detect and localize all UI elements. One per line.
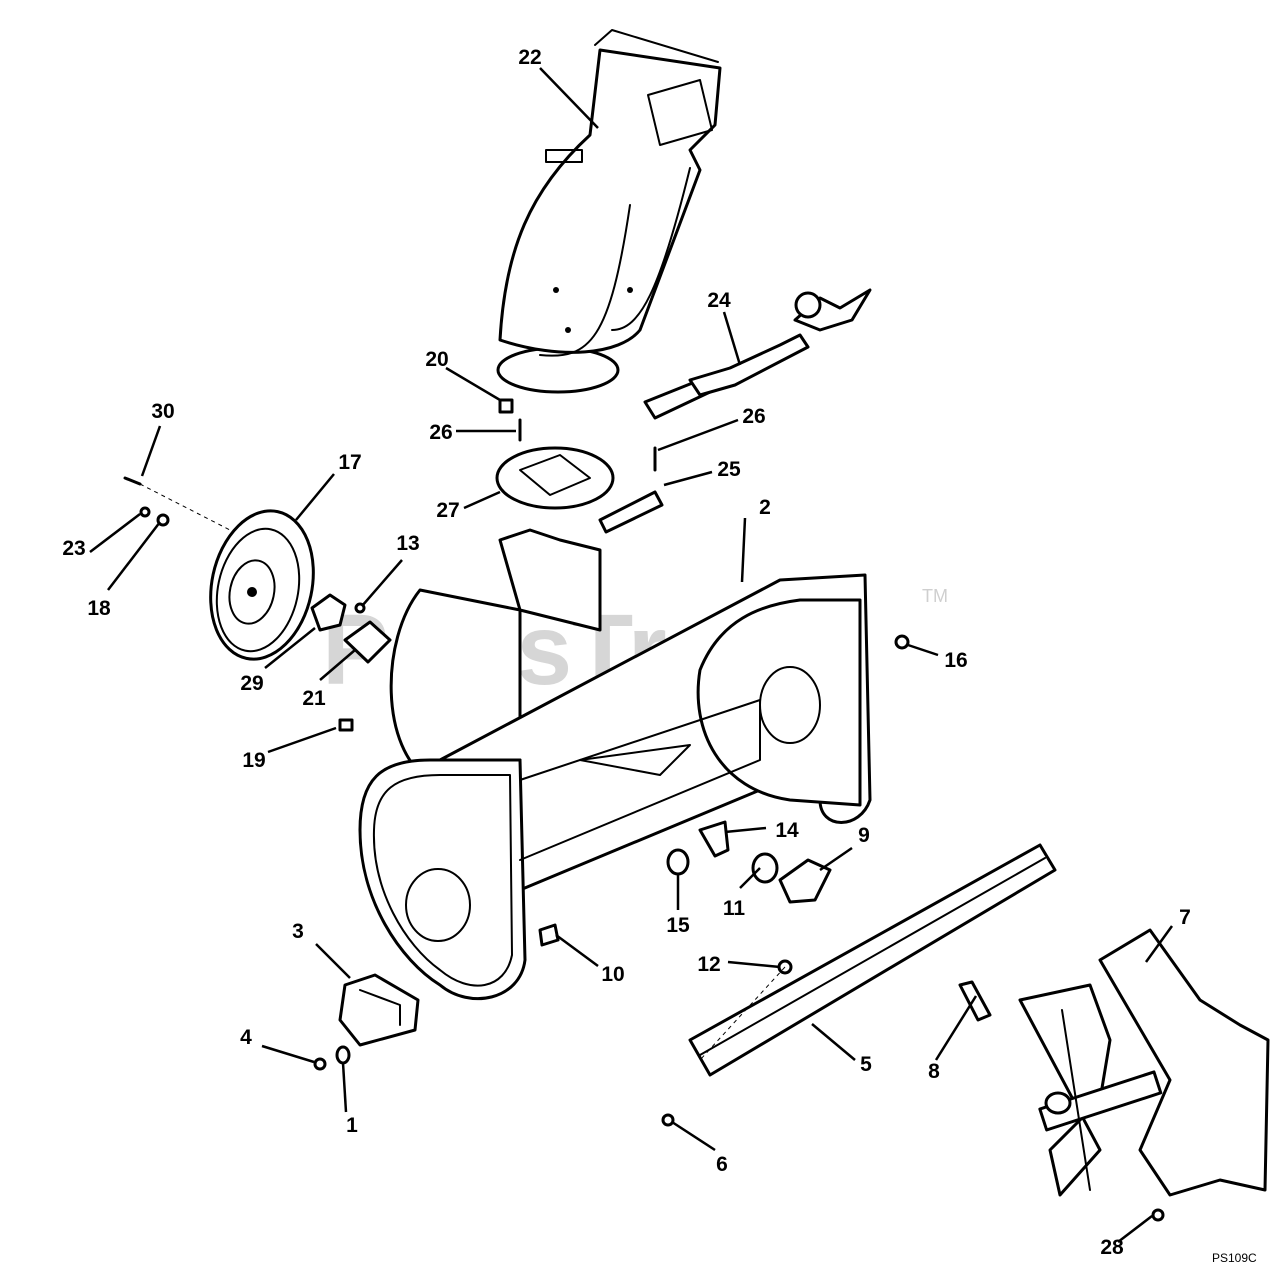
callout-2: 2 xyxy=(759,496,771,519)
part-skid-shoe xyxy=(338,973,420,1047)
part-bearing-plate xyxy=(343,620,392,664)
callout-30: 30 xyxy=(151,400,174,423)
callout-10: 10 xyxy=(601,963,624,986)
callout-4: 4 xyxy=(240,1026,252,1049)
callout-20: 20 xyxy=(425,348,448,371)
part-zerk-14 xyxy=(698,820,730,858)
diagram-code: PS109C xyxy=(1212,1251,1257,1265)
callout-19: 19 xyxy=(242,749,265,772)
part-bushing-15 xyxy=(666,848,690,876)
callout-5: 5 xyxy=(860,1053,872,1076)
callout-26a: 26 xyxy=(429,421,452,444)
leader-lines xyxy=(89,67,1174,1243)
callout-1: 1 xyxy=(346,1114,358,1137)
part-chute-ring xyxy=(495,446,615,510)
part-bolt-10 xyxy=(538,923,560,947)
callout-29: 29 xyxy=(240,672,263,695)
part-bolt-8 xyxy=(958,980,992,1022)
callout-24: 24 xyxy=(707,289,731,312)
callout-16: 16 xyxy=(944,649,967,672)
part-bolt-19 xyxy=(338,718,354,732)
callout-11: 11 xyxy=(723,897,746,920)
part-clip xyxy=(498,398,514,414)
part-bearing-11 xyxy=(751,852,779,884)
callout-21: 21 xyxy=(302,687,326,710)
part-shave-plate xyxy=(688,843,1057,1077)
callout-17: 17 xyxy=(338,451,361,474)
callout-3: 3 xyxy=(292,920,304,943)
part-washer-1 xyxy=(335,1045,351,1065)
callout-28: 28 xyxy=(1100,1236,1124,1259)
part-auger xyxy=(1018,928,1270,1197)
part-bearing-flange-9 xyxy=(778,858,832,904)
callout-18: 18 xyxy=(87,597,111,620)
callout-8: 8 xyxy=(928,1060,940,1083)
callout-7: 7 xyxy=(1179,906,1191,929)
watermark-trademark: TM xyxy=(922,586,948,606)
part-nut-6 xyxy=(661,1113,675,1127)
callout-13: 13 xyxy=(396,532,419,555)
part-auger-housing xyxy=(358,528,872,1001)
callout-22: 22 xyxy=(518,46,541,69)
callout-27: 27 xyxy=(436,499,459,522)
callout-12: 12 xyxy=(697,953,720,976)
part-chute-crank xyxy=(643,288,872,420)
part-nut-16 xyxy=(894,634,910,650)
callouts: 1 2 3 4 5 6 7 8 9 10 11 12 13 14 15 16 1… xyxy=(62,46,1191,1259)
part-discharge-chute xyxy=(496,29,722,394)
part-pulley xyxy=(209,509,315,661)
part-bolt-4 xyxy=(313,1057,327,1071)
part-flange xyxy=(310,593,347,632)
callout-15: 15 xyxy=(666,914,690,937)
callout-6: 6 xyxy=(716,1153,728,1176)
part-bracket xyxy=(598,490,664,534)
part-hardware-upper-left xyxy=(123,476,170,527)
callout-26b: 26 xyxy=(742,405,765,428)
callout-25: 25 xyxy=(717,458,741,481)
callout-23: 23 xyxy=(62,537,85,560)
callout-14: 14 xyxy=(775,819,799,842)
callout-9: 9 xyxy=(858,824,870,847)
part-nut-28 xyxy=(1151,1208,1165,1222)
